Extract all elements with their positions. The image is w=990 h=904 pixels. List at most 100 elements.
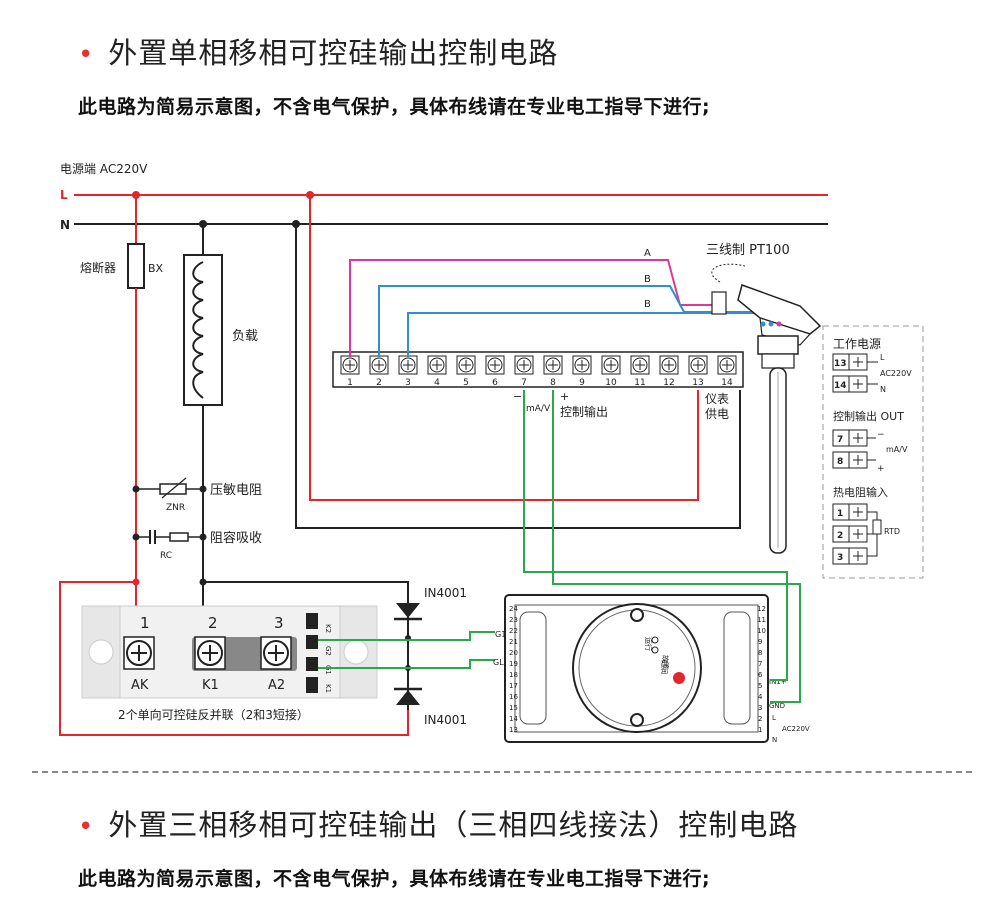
terminal-11: 11 — [634, 378, 645, 388]
svg-text:7: 7 — [758, 660, 762, 668]
terminal-numbers: 1 2 3 4 5 6 7 8 9 10 11 12 13 14 — [347, 378, 733, 388]
svg-text:23: 23 — [509, 616, 518, 624]
rc-label: 阻容吸收 — [210, 530, 262, 546]
svg-text:19: 19 — [509, 660, 518, 668]
scr-side-k1: K1 — [324, 684, 332, 693]
legend-power-ac: AC220V — [880, 369, 912, 378]
section1-note: 此电路为简易示意图，不含电气保护，具体布线请在专业电工指导下进行; — [78, 96, 711, 118]
module-ac: AC220V — [782, 725, 810, 733]
terminal-7: 7 — [521, 378, 527, 388]
rc-code: RC — [160, 551, 172, 561]
inst-power-2: 供电 — [705, 407, 729, 421]
svg-text:16: 16 — [509, 693, 518, 701]
svg-text:10: 10 — [757, 627, 766, 635]
scr-term-a2: A2 — [268, 678, 285, 693]
svg-text:15: 15 — [509, 704, 518, 712]
legend-power-title: 工作电源 — [833, 337, 881, 351]
svg-text:9: 9 — [758, 638, 762, 646]
legend-power-n: N — [880, 385, 886, 394]
svg-text:5: 5 — [758, 682, 762, 690]
module-fault: 故障 — [661, 655, 670, 669]
svg-text:4: 4 — [758, 693, 763, 701]
module-pins-left: 24 23 22 21 20 19 18 17 16 15 14 13 — [509, 605, 518, 734]
terminal-13: 13 — [692, 378, 703, 388]
brand-logo-icon — [673, 672, 685, 684]
varistor-label: 压敏电阻 — [210, 483, 262, 498]
legend-out-minus: − — [877, 430, 885, 440]
svg-text:2: 2 — [758, 715, 762, 723]
legend-terminal-14: 14 — [832, 375, 868, 393]
legend-rtd-title: 热电阻输入 — [833, 485, 888, 499]
legend-power-l: L — [880, 353, 885, 362]
ctrl-out: 控制输出 — [560, 404, 608, 419]
load-coil-icon — [192, 261, 204, 399]
terminal-6: 6 — [492, 378, 498, 388]
scr-num-2: 2 — [208, 614, 218, 632]
terminal-9: 9 — [579, 378, 585, 388]
load-label: 负载 — [232, 329, 258, 344]
scr-term-k1: K1 — [202, 678, 219, 693]
ctrl-plus: + — [560, 390, 569, 403]
line-l-label: L — [60, 188, 68, 202]
svg-text:1: 1 — [758, 726, 762, 734]
module-run: 运行 — [644, 637, 653, 651]
terminal-1: 1 — [347, 378, 353, 388]
svg-text:20: 20 — [509, 649, 518, 657]
legend-out-title: 控制输出 OUT — [833, 409, 904, 423]
legend-terminal-1: 1 — [832, 503, 868, 521]
fuse-code: BX — [148, 262, 164, 275]
section2-title-text: 外置三相移相可控硅输出（三相四线接法）控制电路 — [108, 808, 799, 842]
terminal-3: 3 — [405, 378, 411, 388]
wire-b2-label: B — [644, 299, 651, 310]
bullet-dot-icon: • — [78, 40, 95, 70]
svg-text:11: 11 — [757, 616, 766, 624]
terminal-5: 5 — [463, 378, 469, 388]
diode-bottom-label: IN4001 — [424, 713, 467, 727]
module-l: L — [772, 714, 776, 722]
module-brand: 虹润 — [660, 660, 669, 674]
svg-text:1: 1 — [837, 509, 843, 519]
module-gnd: GND — [769, 702, 785, 710]
scr-gate-pins — [306, 613, 318, 693]
legend-terminal-13: 13 — [832, 353, 868, 371]
terminal-10: 10 — [605, 378, 617, 388]
wiring-diagram: 电源端 AC220V L N 熔断器 BX 负载 ZNR 压敏电阻 RC 阻容吸… — [59, 162, 924, 744]
fuse — [127, 243, 145, 289]
section2-title: •外置三相移相可控硅输出（三相四线接法）控制电路 — [78, 802, 798, 844]
legend-terminal-8: 8 — [832, 451, 868, 469]
line-n-label: N — [60, 218, 70, 232]
svg-text:3: 3 — [758, 704, 762, 712]
terminal-strip — [332, 351, 744, 388]
legend-out-unit: mA/V — [886, 445, 908, 454]
power-label: 电源端 AC220V — [60, 162, 148, 176]
svg-text:14: 14 — [509, 715, 518, 723]
module-in1: IN1+ — [769, 678, 787, 686]
section1-title-text: 外置单相移相可控硅输出控制电路 — [108, 36, 559, 70]
module-pins-right: 12 11 10 9 8 7 6 5 4 3 2 1 — [757, 605, 766, 734]
svg-text:8: 8 — [758, 649, 762, 657]
section2-note: 此电路为简易示意图，不含电气保护，具体布线请在专业电工指导下进行; — [78, 868, 711, 890]
svg-text:22: 22 — [509, 627, 518, 635]
scr-side-g1: G1 — [324, 665, 332, 675]
scr-side-k2: K2 — [324, 624, 332, 633]
svg-text:17: 17 — [509, 682, 518, 690]
scr-num-1: 1 — [140, 614, 150, 632]
scr-caption: 2个单向可控硅反并联（2和3短接） — [118, 707, 309, 722]
terminal-4: 4 — [434, 378, 440, 388]
terminal-screws — [340, 355, 737, 375]
svg-text:7: 7 — [837, 435, 843, 445]
diode-top-label: IN4001 — [424, 586, 467, 600]
svg-text:13: 13 — [509, 726, 518, 734]
scr-term-ak: AK — [131, 678, 149, 693]
module-g1: G1 — [495, 630, 506, 639]
svg-text:6: 6 — [758, 671, 763, 679]
svg-text:21: 21 — [509, 638, 518, 646]
legend-terminal-3: 3 — [832, 547, 868, 565]
wire-b1-label: B — [644, 274, 651, 285]
svg-text:3: 3 — [837, 553, 843, 563]
scr-terminal-k1 — [194, 636, 226, 670]
red-loop-wire — [59, 581, 409, 736]
pt100-sensor-icon — [711, 263, 822, 554]
ctrl-minus: − — [513, 390, 522, 403]
terminal-2: 2 — [376, 378, 382, 388]
